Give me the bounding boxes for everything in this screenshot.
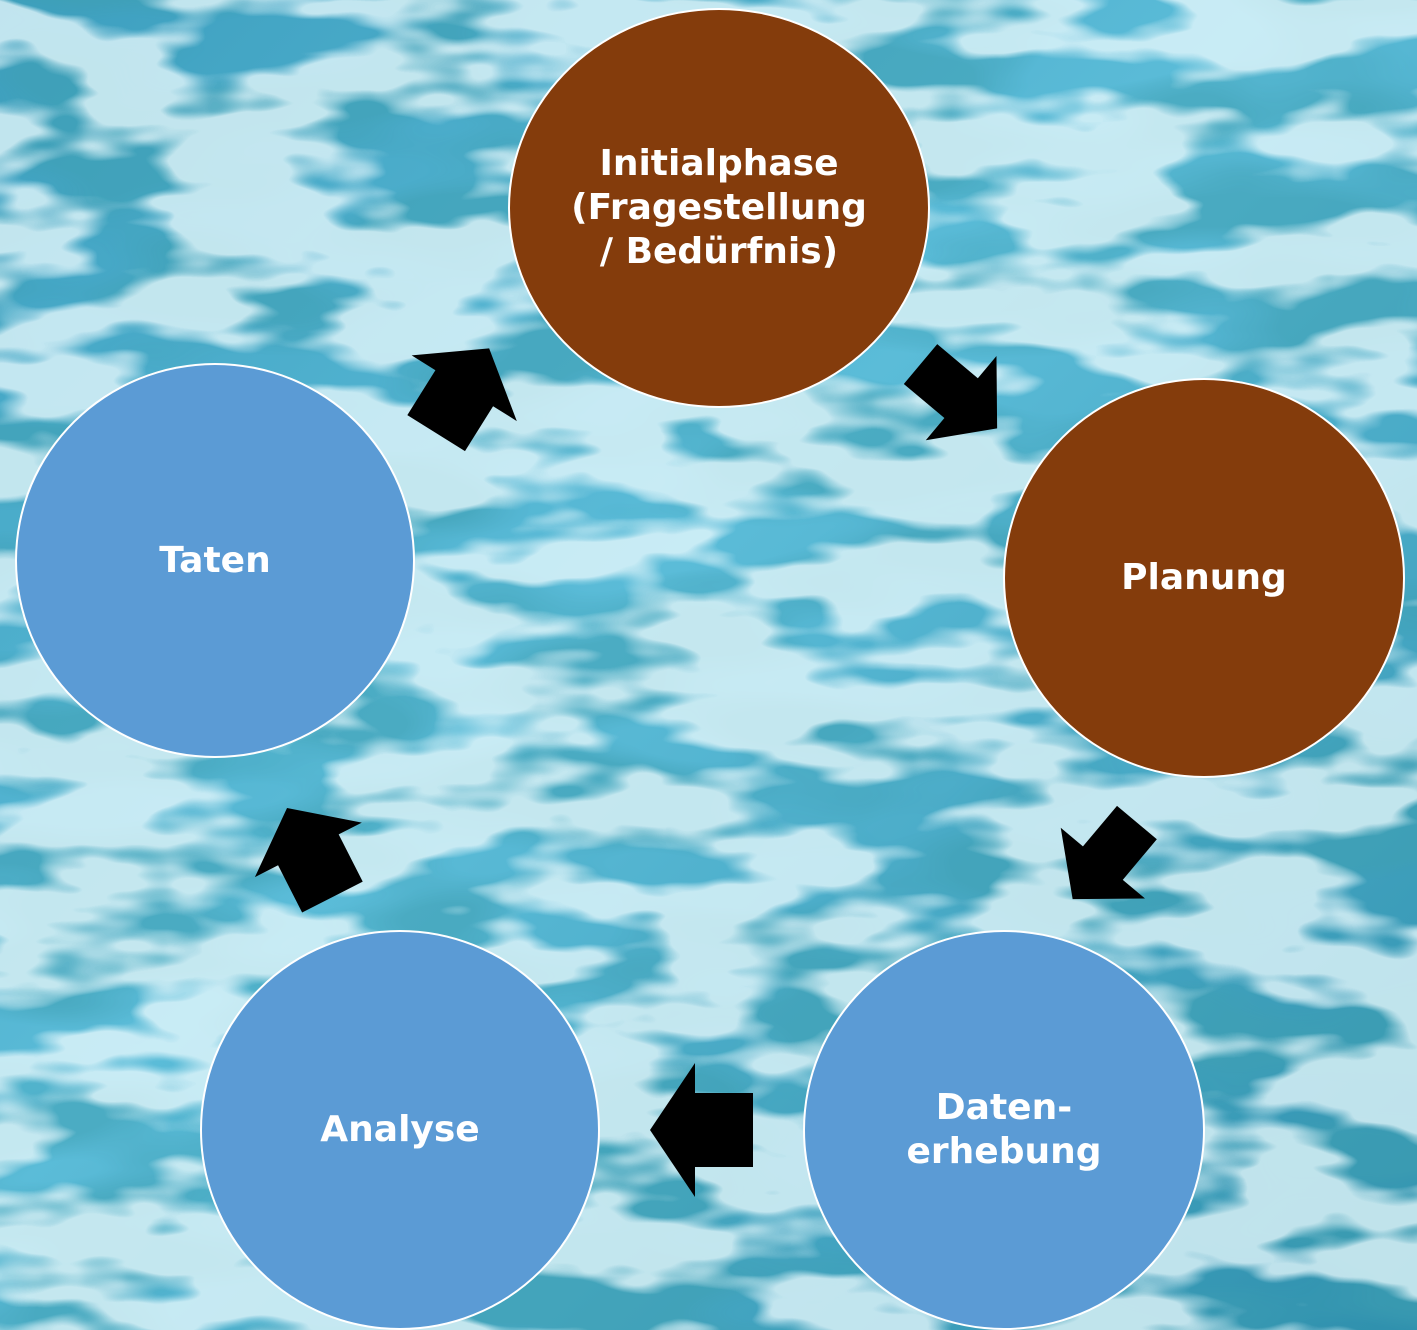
node-datenerhebung-label: Daten- erhebung xyxy=(906,1087,1102,1172)
arrow-shape xyxy=(903,344,998,441)
node-planung: Planung xyxy=(1003,378,1405,778)
node-initialphase: Initialphase (Fragestellung / Bedürfnis) xyxy=(508,8,930,408)
node-taten: Taten xyxy=(15,363,415,758)
arrow-shape xyxy=(650,1063,753,1197)
node-datenerhebung: Daten- erhebung xyxy=(803,930,1205,1330)
node-taten-label: Taten xyxy=(159,539,271,581)
arrow-analyse-to-taten xyxy=(254,807,363,913)
node-initialphase-label: Initialphase (Fragestellung / Bedürfnis) xyxy=(571,143,867,272)
arrow-planung-to-datenerhebung xyxy=(1060,805,1157,900)
node-planung-label: Planung xyxy=(1121,557,1287,599)
arrow-shape xyxy=(407,348,517,452)
arrow-datenerhebung-to-analyse xyxy=(650,1063,753,1197)
node-analyse: Analyse xyxy=(200,930,600,1330)
arrow-initialphase-to-planung xyxy=(903,344,998,441)
node-analyse-label: Analyse xyxy=(320,1109,480,1151)
arrow-shape xyxy=(254,807,363,913)
arrow-shape xyxy=(1060,805,1157,900)
arrow-taten-to-initialphase xyxy=(407,348,517,452)
